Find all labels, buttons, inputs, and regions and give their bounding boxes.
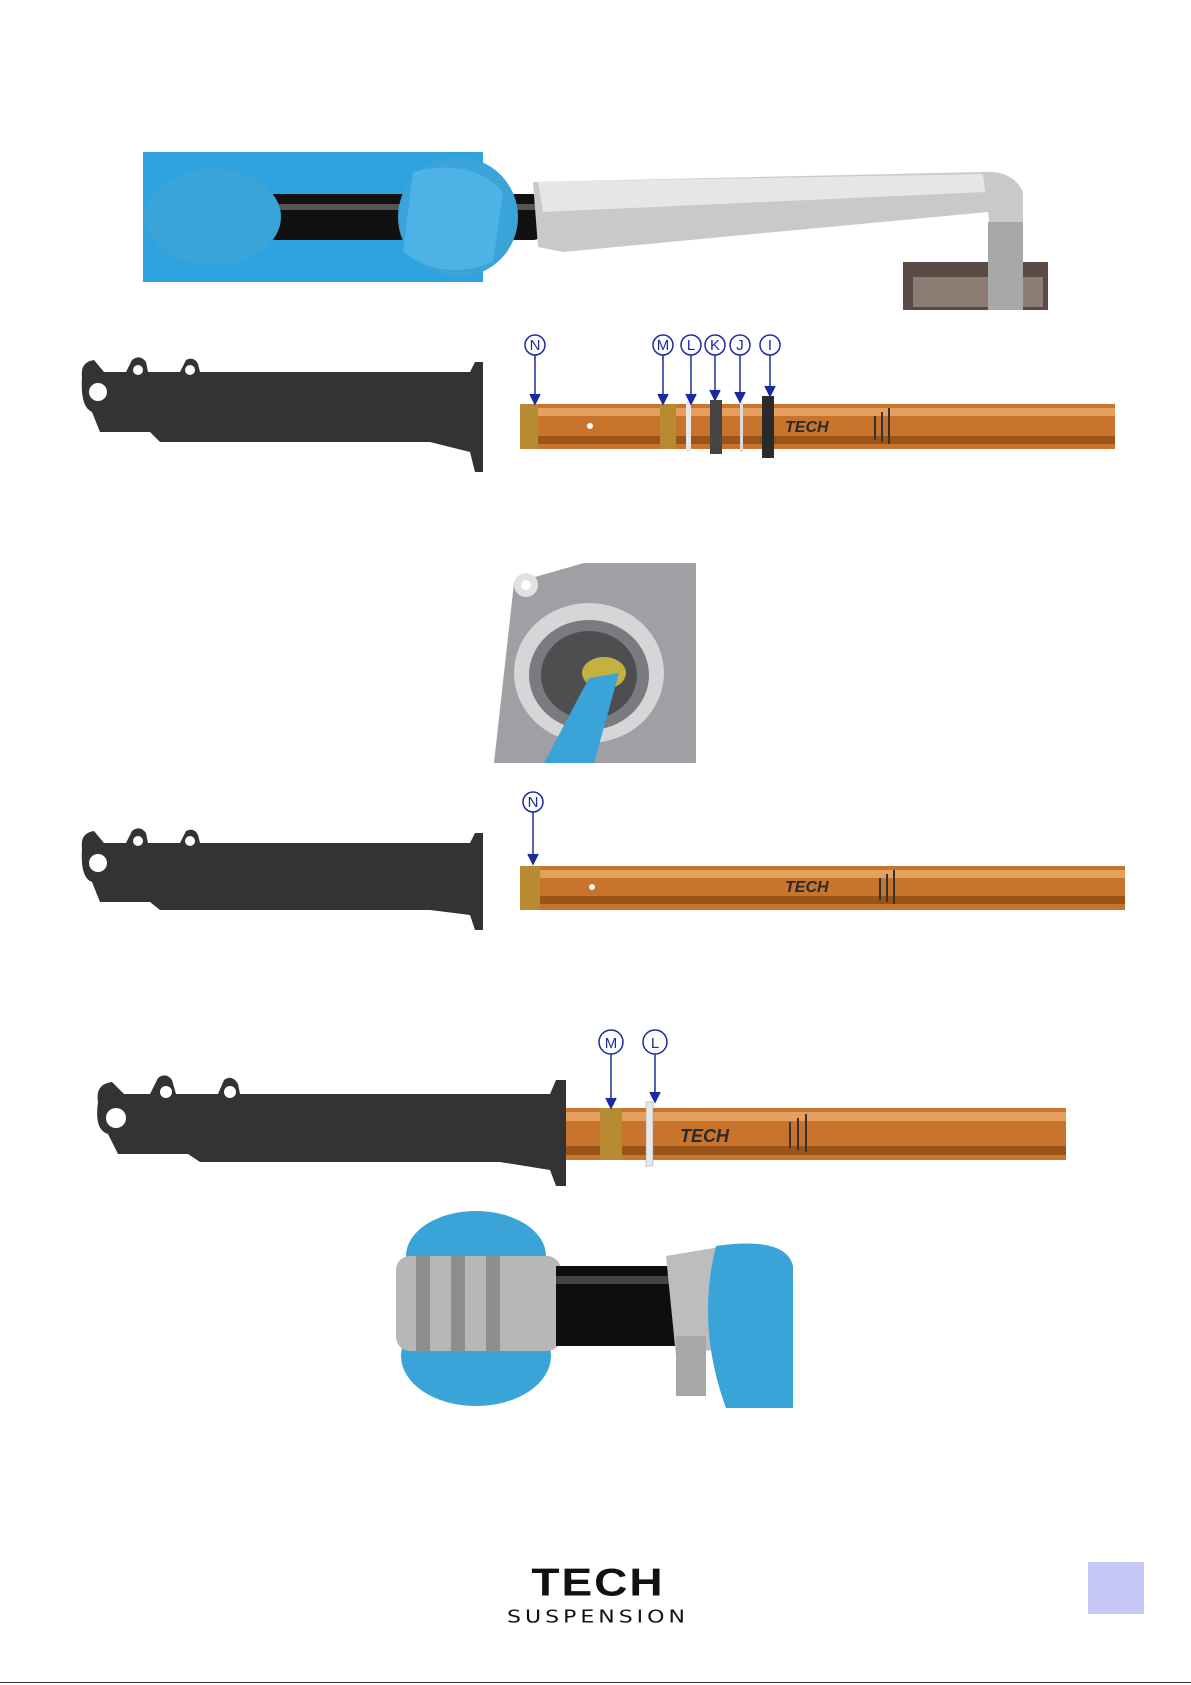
callout-label-m-3: M [605, 1035, 618, 1052]
bottom-rule [0, 1682, 1191, 1683]
callout-label-l: L [687, 337, 695, 354]
callout-label-l-3: L [651, 1035, 659, 1052]
logo-subtitle: SUSPENSION [483, 1608, 713, 1628]
fork-leg-shape-2 [82, 828, 483, 930]
bushing-m [660, 404, 676, 449]
callout-label-n: N [530, 337, 541, 354]
diagram-assembled: TECH M L [80, 1022, 1095, 1192]
fork-leg-shape-3 [97, 1075, 566, 1186]
photo-fork-disassembly [143, 152, 1048, 310]
tube-brand-mark: TECH [785, 419, 829, 436]
fork-leg-shape [82, 357, 483, 472]
clip-j [740, 402, 743, 452]
photo-seal-driver [396, 1206, 793, 1408]
washer-l-3 [646, 1102, 653, 1166]
diagram-exploded-parts: TECH N M L K J [70, 332, 1120, 477]
callout-label-n-2: N [528, 794, 539, 811]
dust-seal-i [762, 396, 774, 458]
photo-bushing-removal [494, 563, 696, 763]
washer-l [686, 402, 691, 452]
logo-text: TECH [531, 1561, 664, 1600]
diagram-bushing-n: TECH N [70, 790, 1130, 935]
inner-tube-shape-3: TECH [566, 1102, 1066, 1166]
callout-label-j: J [736, 337, 744, 354]
callout-label-m: M [657, 337, 670, 354]
page-badge [1088, 1562, 1144, 1614]
callout-label-i: I [768, 337, 772, 354]
inner-tube-shape: TECH [520, 396, 1115, 458]
bushing-m-3 [600, 1108, 622, 1160]
seal-k [710, 400, 722, 454]
tube-brand-mark-3: TECH [680, 1126, 730, 1146]
bushing-n-2 [520, 866, 540, 910]
callout-label-k: K [710, 337, 720, 354]
inner-tube-shape-2: TECH [520, 866, 1125, 910]
tube-brand-mark-2: TECH [785, 879, 829, 896]
bushing-n [520, 404, 538, 449]
